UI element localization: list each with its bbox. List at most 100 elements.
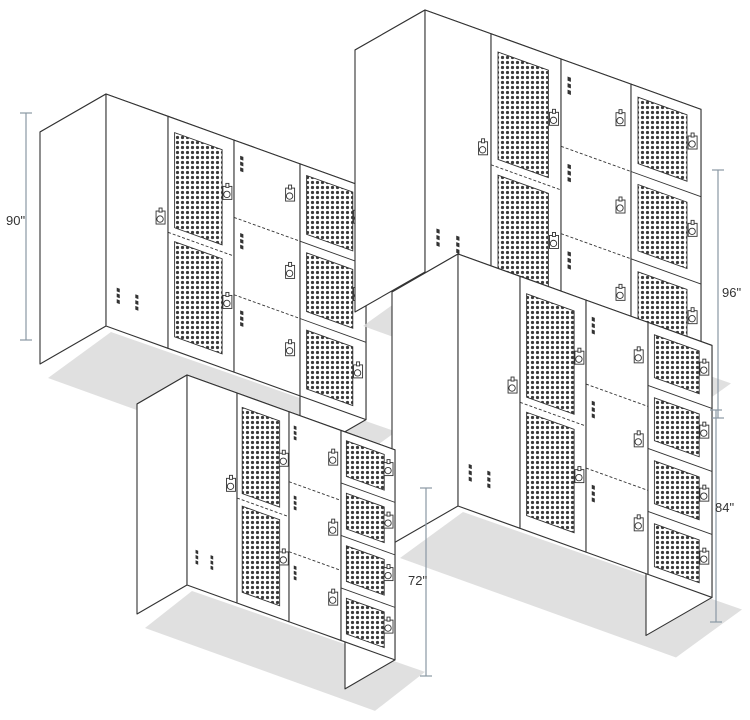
louver-slot [591,400,595,406]
louver-slot [293,436,297,441]
hasp-lock-icon [155,207,166,225]
perforated-vent-panel [653,334,700,395]
locker-column-tier [585,316,649,532]
louver-slot [135,294,139,300]
door-divider [560,233,632,260]
louver-slots [436,228,440,247]
perforated-vent-panel [306,329,354,407]
hasp-lock-icon [549,108,559,126]
hasp-lock-icon [226,474,236,492]
louver-slots [591,316,595,335]
louver-slots [456,235,460,254]
louver-slot [567,170,571,176]
louver-slot [135,305,139,311]
louver-slot [293,430,297,436]
perforated-vent-panel [174,131,223,246]
perforated-vent-panel [306,174,354,252]
louver-slot [293,495,297,501]
locker-column-solid [468,376,518,489]
louver-slots [591,484,595,503]
door-divider [340,587,396,608]
louver-slot [240,161,244,167]
louver-slot [195,560,199,565]
louver-slot [116,299,120,305]
door-divider [519,401,587,427]
door-divider [340,482,396,503]
louver-slot [567,251,571,257]
door-divider [167,231,235,257]
perforated-vent-panel [241,406,281,508]
hasp-lock-icon [285,261,296,279]
hasp-lock-icon [285,184,296,202]
louver-slot [567,163,571,170]
perforated-vent-panel [637,96,688,182]
louver-slots [210,555,214,571]
louver-slots [468,464,472,482]
dimension-90-label: 90" [6,213,25,228]
louver-slot [591,413,595,419]
louver-slot [567,83,571,89]
dimension-84-line [710,409,722,623]
hasp-lock-icon [383,459,394,477]
louver-slot [591,497,595,503]
louver-slot [240,310,244,316]
hasp-lock-icon [507,376,518,394]
door-divider [490,164,562,191]
door-divider [236,497,290,518]
locker-column-tier [560,76,632,301]
locker-column-solid [195,474,236,571]
locker-column-vent2 [519,293,587,534]
door-divider [299,318,367,343]
louver-slot [240,316,244,322]
louver-slot [293,500,297,506]
hasp-lock-icon [633,514,644,532]
perforated-vent-panel [241,505,281,607]
perforated-vent-panel [653,523,700,584]
locker-column-solid [436,138,489,254]
louver-slots [240,233,244,250]
hasp-lock-icon [549,232,559,249]
louver-slot [436,235,440,241]
hasp-lock-icon [615,196,626,214]
louver-slot [210,555,214,560]
door-divider [340,535,396,556]
louver-slot [591,323,595,329]
louver-slots [567,163,571,183]
perforated-vent-panel [345,440,385,491]
locker-column-ventTier [647,334,713,584]
hasp-lock-icon [699,547,710,565]
louver-slot [456,242,460,248]
hasp-lock-icon [574,466,585,484]
door-divider [288,481,342,501]
door-divider [585,467,649,491]
hasp-lock-icon [383,511,394,529]
louver-slot [591,491,595,497]
louver-slot [591,484,595,490]
locker-column-ventTier [340,440,396,649]
hasp-lock-icon [633,346,644,364]
dimension-72-label: 72" [408,573,427,588]
louver-slot [195,549,199,555]
locker-column-solid [116,207,166,311]
louver-slot [293,565,297,571]
dimension-96-line [712,169,724,419]
hasp-lock-icon [278,548,289,566]
louver-slot [240,167,244,173]
door-divider [288,551,342,571]
door-divider [630,171,702,198]
hasp-lock-icon [633,430,644,448]
locker-column-vent2 [167,131,235,355]
hasp-lock-icon [699,484,710,502]
locker-group-72 [136,374,425,711]
louver-slot [487,470,491,476]
locker-column-ventTier [630,96,702,357]
door-divider [647,384,713,409]
door-divider [560,145,632,172]
door-divider [647,447,713,472]
hasp-lock-icon [687,219,698,237]
louver-slots [487,470,491,489]
locker-column-vent2 [490,51,562,302]
louver-slots [293,565,297,581]
locker-group-90 [39,93,396,480]
louver-slot [135,300,139,305]
